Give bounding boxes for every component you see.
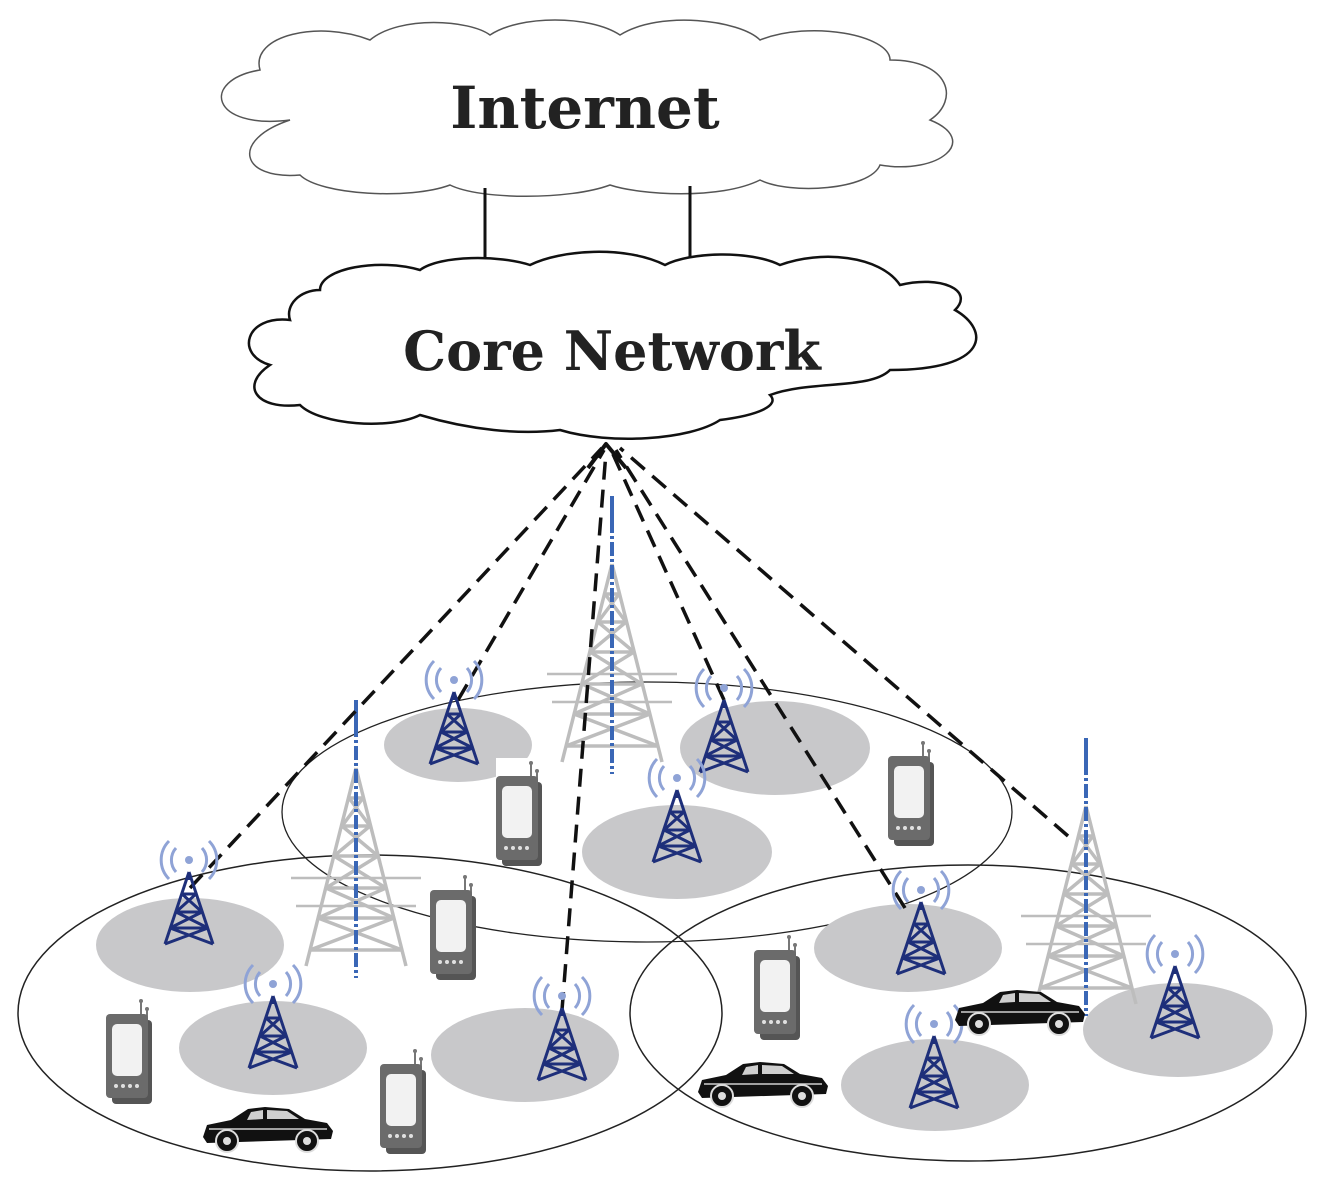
coverage-area-right: [629, 864, 1307, 1162]
core-network-label: Core Network: [403, 319, 822, 383]
car-icon: [954, 989, 1086, 1036]
car-icon: [202, 1106, 334, 1153]
small-cell-tower-icon: [159, 839, 219, 946]
car-icon: [697, 1061, 829, 1108]
backhaul-link: [188, 446, 604, 890]
core-network-cloud: Core Network: [247, 250, 978, 440]
small-cell-area: [841, 1039, 1029, 1131]
backhaul-link: [614, 449, 907, 909]
mobile-device-icon: [105, 998, 153, 1105]
mobile-device-icon: [379, 1048, 427, 1155]
small-cell-area: [814, 904, 1002, 992]
backhaul-link: [560, 451, 608, 1011]
coverage-area-left: [17, 854, 723, 1172]
mobile-device-icon: [887, 740, 935, 847]
mobile-device-icon: [753, 934, 801, 1041]
backhaul-link: [610, 451, 726, 701]
macro-tower-icon: [1019, 736, 1153, 1018]
backhaul-link: [456, 449, 606, 701]
small-cell-areas: [96, 701, 1273, 1131]
small-cell-area: [179, 1001, 367, 1095]
mobile-device-icon: [429, 874, 477, 981]
mobile-device-icon: [495, 760, 543, 867]
backhaul-link: [618, 446, 1070, 838]
small-cell-area: [431, 1008, 619, 1102]
internet-cloud: Internet: [220, 19, 954, 197]
internet-label: Internet: [450, 74, 720, 142]
macro-tower-icon: [545, 494, 679, 776]
small-cell-area: [96, 898, 284, 992]
arrowhead: [586, 442, 628, 470]
backhaul-links: [188, 446, 1070, 1011]
coverage-area-top: [281, 681, 1013, 943]
small-cell-area: [384, 708, 532, 782]
